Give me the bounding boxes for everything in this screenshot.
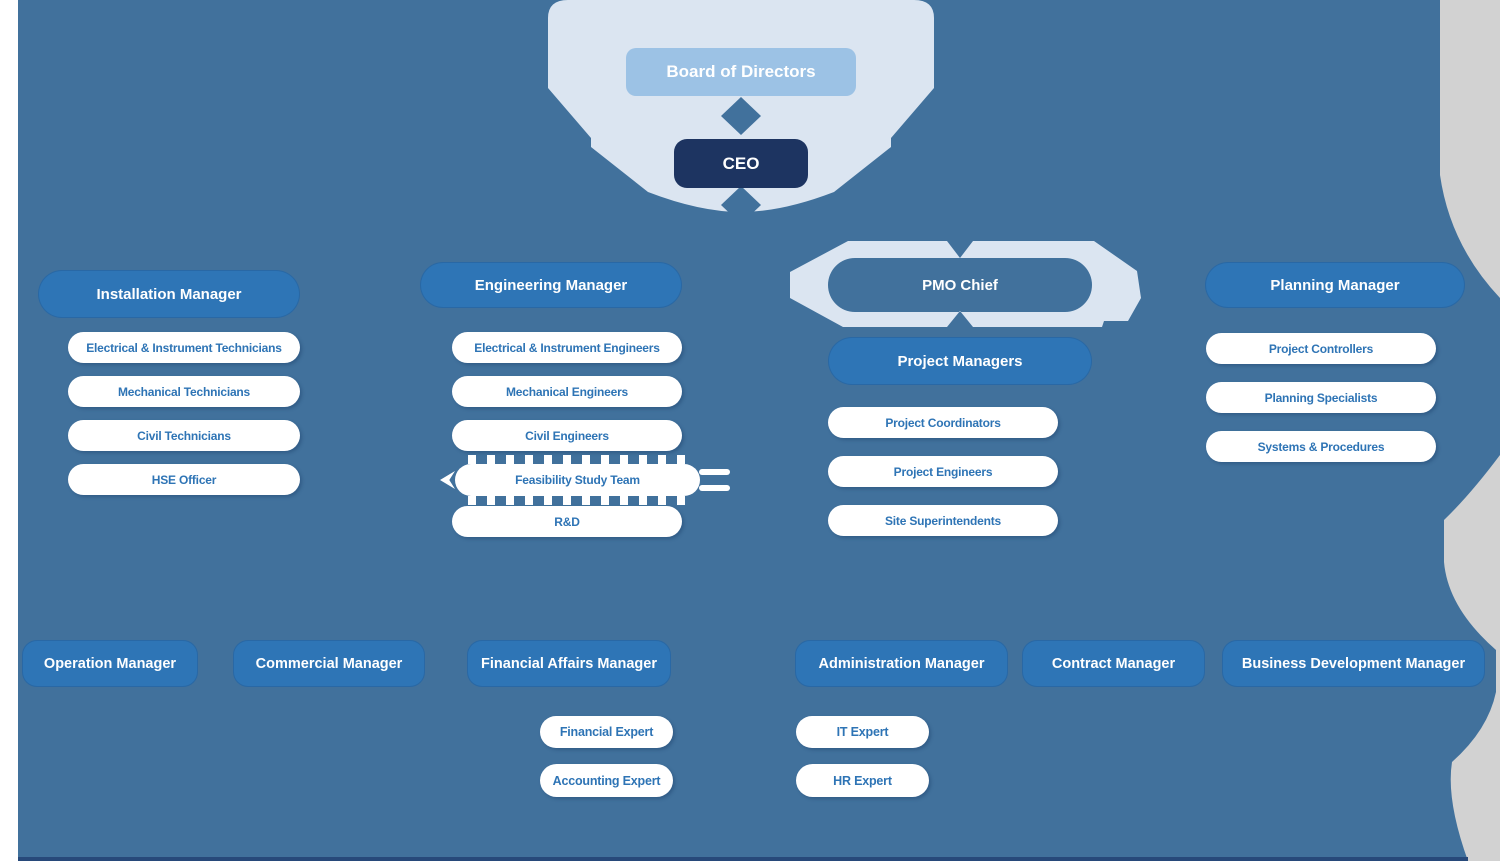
engineering-manager-node: Engineering Manager	[420, 262, 682, 308]
planning-team-node: Project Controllers	[1206, 333, 1436, 364]
financial-affairs-manager-node: Financial Affairs Manager	[467, 640, 671, 687]
board-of-directors-node: Board of Directors	[626, 48, 856, 96]
feasibility-label: Feasibility Study Team	[515, 473, 640, 487]
installation-team-node: Mechanical Technicians	[68, 376, 300, 407]
installation-team-node: Civil Technicians	[68, 420, 300, 451]
administration-manager-node: Administration Manager	[795, 640, 1008, 687]
operation-manager-node: Operation Manager	[22, 640, 198, 687]
pmo-team-node: Project Engineers	[828, 456, 1058, 487]
engineering-team-node: Civil Engineers	[452, 420, 682, 451]
ceo-node: CEO	[674, 139, 808, 188]
installation-manager-node: Installation Manager	[38, 270, 300, 318]
installation-team-node: HSE Officer	[68, 464, 300, 495]
ceo-bottom-diamond	[721, 186, 761, 224]
engineering-team-node: R&D	[452, 506, 682, 537]
business-development-manager-node: Business Development Manager	[1222, 640, 1485, 687]
financial-expert-node: Financial Expert	[540, 716, 673, 748]
installation-team-node: Electrical & Instrument Technicians	[68, 332, 300, 363]
feasibility-right-bar-decor	[699, 485, 730, 491]
pmo-ribbon	[790, 241, 1141, 327]
planning-team-node: Systems & Procedures	[1206, 431, 1436, 462]
planning-team-node: Planning Specialists	[1206, 382, 1436, 413]
engineering-team-node: Mechanical Engineers	[452, 376, 682, 407]
bottom-navy-strip	[18, 857, 1468, 861]
pmo-team-node: Site Superintendents	[828, 505, 1058, 536]
project-managers-node: Project Managers	[828, 337, 1092, 385]
accounting-expert-node: Accounting Expert	[540, 764, 673, 797]
feasibility-right-bar-decor	[699, 469, 730, 475]
it-expert-node: IT Expert	[796, 716, 929, 748]
engineering-team-node: Electrical & Instrument Engineers	[452, 332, 682, 363]
commercial-manager-node: Commercial Manager	[233, 640, 425, 687]
board-ceo-connector-diamond	[721, 97, 761, 135]
pmo-chief-node: PMO Chief	[922, 276, 998, 294]
pmo-team-node: Project Coordinators	[828, 407, 1058, 438]
planning-manager-node: Planning Manager	[1205, 262, 1465, 308]
feasibility-study-team-node: Feasibility Study Team	[440, 455, 730, 505]
contract-manager-node: Contract Manager	[1022, 640, 1205, 687]
hr-expert-node: HR Expert	[796, 764, 929, 797]
